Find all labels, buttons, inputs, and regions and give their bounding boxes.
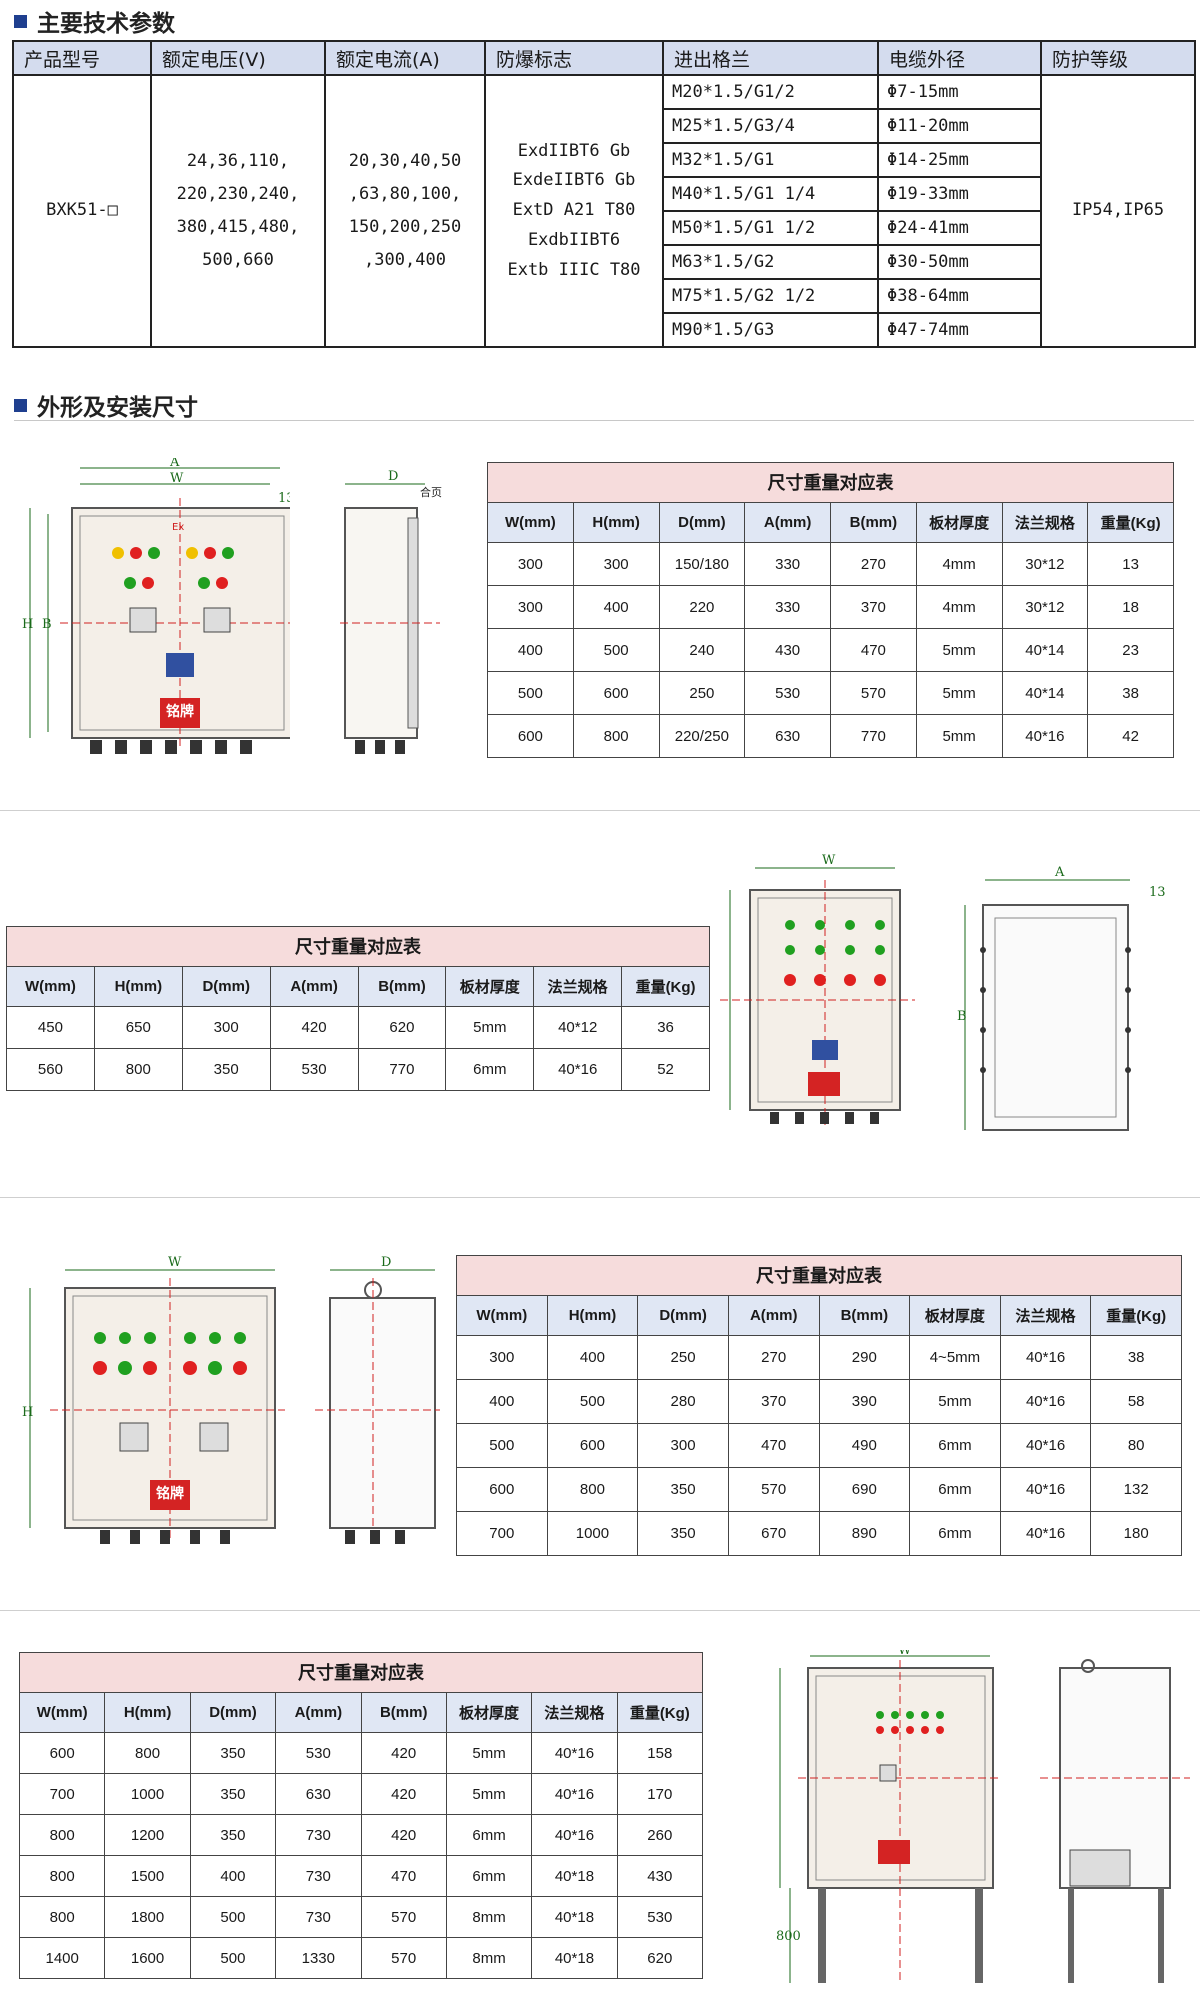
nameplate-label: 铭牌 — [166, 703, 194, 720]
spec-header: 额定电压(V) — [150, 40, 326, 76]
gland-cell: M20*1.5/G1/2 — [662, 74, 879, 110]
gland-cell: M32*1.5/G1 — [662, 142, 879, 178]
label-w: W — [898, 1650, 912, 1658]
drawing-side-4 — [1040, 1650, 1190, 1990]
label-a: A — [1054, 865, 1065, 880]
cable-cell: Φ30-50mm — [877, 244, 1042, 280]
section-title: 主要技术参数 — [37, 11, 175, 37]
cable-cell: Φ7-15mm — [877, 74, 1042, 110]
spec-header: 防爆标志 — [484, 40, 664, 76]
dim-table-2: 尺寸重量对应表 W(mm)H(mm)D(mm)A(mm)B(mm)板材厚度法兰规… — [6, 926, 710, 1091]
label-13: 13 — [278, 491, 290, 506]
cable-cell: Φ38-64mm — [877, 278, 1042, 314]
section-heading-dimensions: 外形及安装尺寸 — [14, 388, 198, 422]
spec-header: 进出格兰 — [662, 40, 879, 76]
drawing-side-3: D — [315, 1248, 445, 1548]
section-marker-icon — [14, 398, 27, 412]
dim-caption: 尺寸重量对应表 — [456, 1255, 1182, 1295]
gland-cell: M25*1.5/G3/4 — [662, 108, 879, 144]
spec-header: 电缆外径 — [877, 40, 1042, 76]
spec-header: 额定电流(A) — [324, 40, 486, 76]
gland-cell: M50*1.5/G1 1/2 — [662, 210, 879, 246]
section-marker-icon — [14, 14, 27, 28]
spec-protection: IP54,IP65 — [1040, 74, 1196, 348]
label-d: D — [388, 469, 398, 484]
nameplate-label: 铭牌 — [156, 1485, 184, 1502]
block-separator — [0, 1610, 1200, 1611]
label-d: D — [381, 1255, 391, 1270]
dim-caption: 尺寸重量对应表 — [19, 1652, 703, 1692]
block-separator — [0, 810, 1200, 811]
label-w: W — [170, 471, 184, 486]
drawing-side-1: D 合页 — [340, 458, 450, 758]
label-b: B — [42, 617, 52, 632]
gland-cell: M90*1.5/G3 — [662, 312, 879, 348]
drawing-front-1: A W 13 H B Ex 铭牌 — [20, 458, 290, 758]
cable-cell: Φ19-33mm — [877, 176, 1042, 212]
block-separator — [0, 1197, 1200, 1198]
spec-voltage: 24,36,110,220,230,240,380,415,480,500,66… — [150, 74, 326, 348]
cable-cell: Φ14-25mm — [877, 142, 1042, 178]
drawing-side-2: A 13 B — [955, 850, 1175, 1150]
label-w: W — [168, 1255, 182, 1270]
label-w: W — [822, 853, 836, 868]
dim-table-1: 尺寸重量对应表 W(mm)H(mm)D(mm)A(mm)B(mm)板材厚度法兰规… — [487, 462, 1174, 758]
gland-cell: M75*1.5/G2 1/2 — [662, 278, 879, 314]
ex-mark: Ex — [172, 522, 184, 533]
dim-caption: 尺寸重量对应表 — [487, 462, 1174, 502]
dim-table-3: 尺寸重量对应表 W(mm)H(mm)D(mm)A(mm)B(mm)板材厚度法兰规… — [456, 1255, 1182, 1556]
spec-header: 防护等级 — [1040, 40, 1196, 76]
hinge-label: 合页 — [420, 485, 442, 499]
drawing-front-4: W 800 — [770, 1650, 1000, 1990]
label-a: A — [169, 458, 180, 470]
cable-cell: Φ47-74mm — [877, 312, 1042, 348]
label-h: H — [22, 1405, 33, 1420]
gland-cell: M63*1.5/G2 — [662, 244, 879, 280]
spec-current: 20,30,40,50,63,80,100,150,200,250,300,40… — [324, 74, 486, 348]
label-b: B — [957, 1009, 967, 1024]
section-heading-spec: 主要技术参数 — [14, 4, 175, 38]
dim-caption: 尺寸重量对应表 — [6, 926, 710, 966]
cable-cell: Φ24-41mm — [877, 210, 1042, 246]
gland-cell: M40*1.5/G1 1/4 — [662, 176, 879, 212]
cable-cell: Φ11-20mm — [877, 108, 1042, 144]
label-13: 13 — [1149, 885, 1166, 900]
drawing-front-2: W — [720, 850, 920, 1150]
dim-table-4: 尺寸重量对应表 W(mm)H(mm)D(mm)A(mm)B(mm)板材厚度法兰规… — [18, 1652, 704, 1979]
label-800: 800 — [776, 1929, 801, 1944]
spec-model: BXK51-□ — [12, 74, 152, 348]
drawing-front-3: W H 铭牌 — [20, 1248, 290, 1548]
spec-table: 产品型号 额定电压(V) 额定电流(A) 防爆标志 进出格兰 电缆外径 防护等级… — [12, 40, 1196, 348]
label-h: H — [22, 617, 33, 632]
section-rule — [14, 420, 1194, 421]
spec-header: 产品型号 — [12, 40, 152, 76]
section-title: 外形及安装尺寸 — [37, 395, 198, 421]
